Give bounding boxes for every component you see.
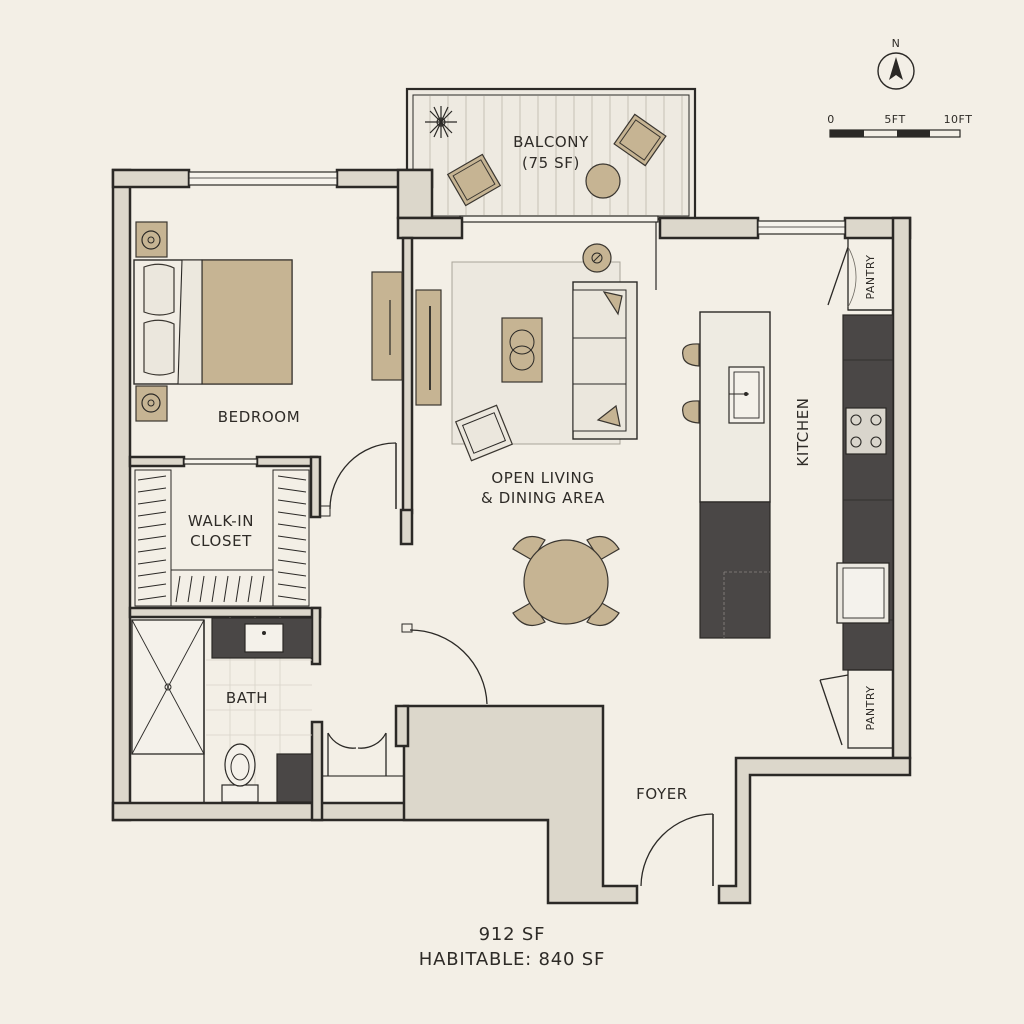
living-label-line2: & DINING AREA [481, 489, 605, 507]
toilet-icon [221, 743, 259, 803]
north-arrow: N [877, 37, 915, 90]
living-label-line1: OPEN LIVING [491, 469, 594, 487]
plant-icon [425, 106, 457, 138]
nightstand-top [135, 221, 168, 258]
dining-set [512, 535, 620, 627]
scale-tick-0: 0 [827, 113, 835, 126]
kitchen-island [699, 311, 771, 639]
walk-in-closet: WALK-IN CLOSET [134, 458, 310, 607]
bedroom: BEDROOM [133, 221, 403, 517]
balcony: BALCONY (75 SF) [405, 87, 697, 223]
balcony-chair-left [446, 153, 502, 207]
coffee-table [501, 317, 543, 383]
foyer-label: FOYER [636, 785, 688, 803]
hanger-rack-right [277, 475, 307, 601]
side-table [582, 243, 612, 273]
kitchen-counter [836, 314, 894, 671]
hanger-rack-left [137, 475, 167, 601]
cooktop-icon [845, 407, 887, 455]
dining-chair [586, 535, 620, 561]
compass-label: N [892, 37, 901, 50]
balcony-area-label: (75 SF) [522, 154, 580, 172]
pantry-bottom: PANTRY [819, 669, 894, 749]
gross-area: 912 SF [479, 924, 546, 945]
kitchen-label: KITCHEN [794, 397, 812, 466]
tv-console [415, 289, 442, 406]
throw-pillow-icon [602, 291, 623, 316]
pantry-top-label: PANTRY [864, 254, 877, 299]
pantry-top-door[interactable] [827, 246, 857, 308]
hall-closet [321, 732, 405, 804]
throw-pillow-icon [596, 404, 621, 427]
dining-table [523, 539, 609, 625]
sink-drain-icon [744, 392, 748, 396]
bath-linen-cabinet [276, 753, 313, 803]
kitchen: KITCHEN PANTRY PANTRY [681, 237, 894, 749]
balcony-chair-right [613, 113, 667, 167]
bedroom-window [188, 171, 338, 186]
bath-vanity [211, 617, 313, 659]
north-arrow-icon [889, 57, 903, 80]
dining-chair [586, 601, 620, 627]
hanger-rack-back [175, 575, 265, 603]
scale-tick-5ft: 5FT [884, 113, 905, 126]
walls [111, 168, 912, 905]
foyer: FOYER [636, 785, 714, 887]
pillow-icon [143, 319, 175, 376]
shower-drain-icon [164, 683, 172, 691]
kitchen-window [757, 220, 846, 235]
pantry-bottom-label: PANTRY [864, 685, 877, 730]
dining-chair [512, 601, 546, 627]
habitable-area: HABITABLE: 840 SF [419, 949, 605, 970]
sofa [572, 281, 638, 440]
bedroom-door[interactable] [319, 442, 397, 517]
scale-tick-10ft: 10FT [944, 113, 973, 126]
faucet-icon [262, 631, 266, 635]
living-dining: OPEN LIVING & DINING AREA [401, 222, 657, 707]
pantry-bottom-door[interactable] [819, 674, 849, 746]
closet-label-line2: CLOSET [190, 532, 252, 550]
entry-door[interactable] [640, 813, 714, 887]
bedroom-label: BEDROOM [218, 408, 301, 426]
bath: BATH [131, 617, 313, 803]
pillow-icon [143, 263, 175, 316]
bed [133, 259, 293, 385]
dresser [371, 271, 403, 381]
shower [131, 619, 205, 802]
living-door[interactable] [401, 623, 488, 707]
refrigerator-icon [836, 562, 890, 624]
dining-chair [512, 535, 546, 561]
hall-closet-doors[interactable] [327, 732, 387, 776]
scale-bar: 0 5FT 10FT [827, 113, 973, 138]
pantry-top: PANTRY [827, 237, 894, 311]
bath-label: BATH [226, 689, 268, 707]
nightstand-bottom [135, 385, 168, 422]
closet-label-line1: WALK-IN [188, 512, 254, 530]
armchair [454, 404, 514, 462]
bar-stools [681, 343, 700, 424]
balcony-side-table [585, 163, 621, 199]
balcony-label: BALCONY [513, 133, 589, 151]
balcony-sliding-door[interactable] [459, 215, 659, 223]
